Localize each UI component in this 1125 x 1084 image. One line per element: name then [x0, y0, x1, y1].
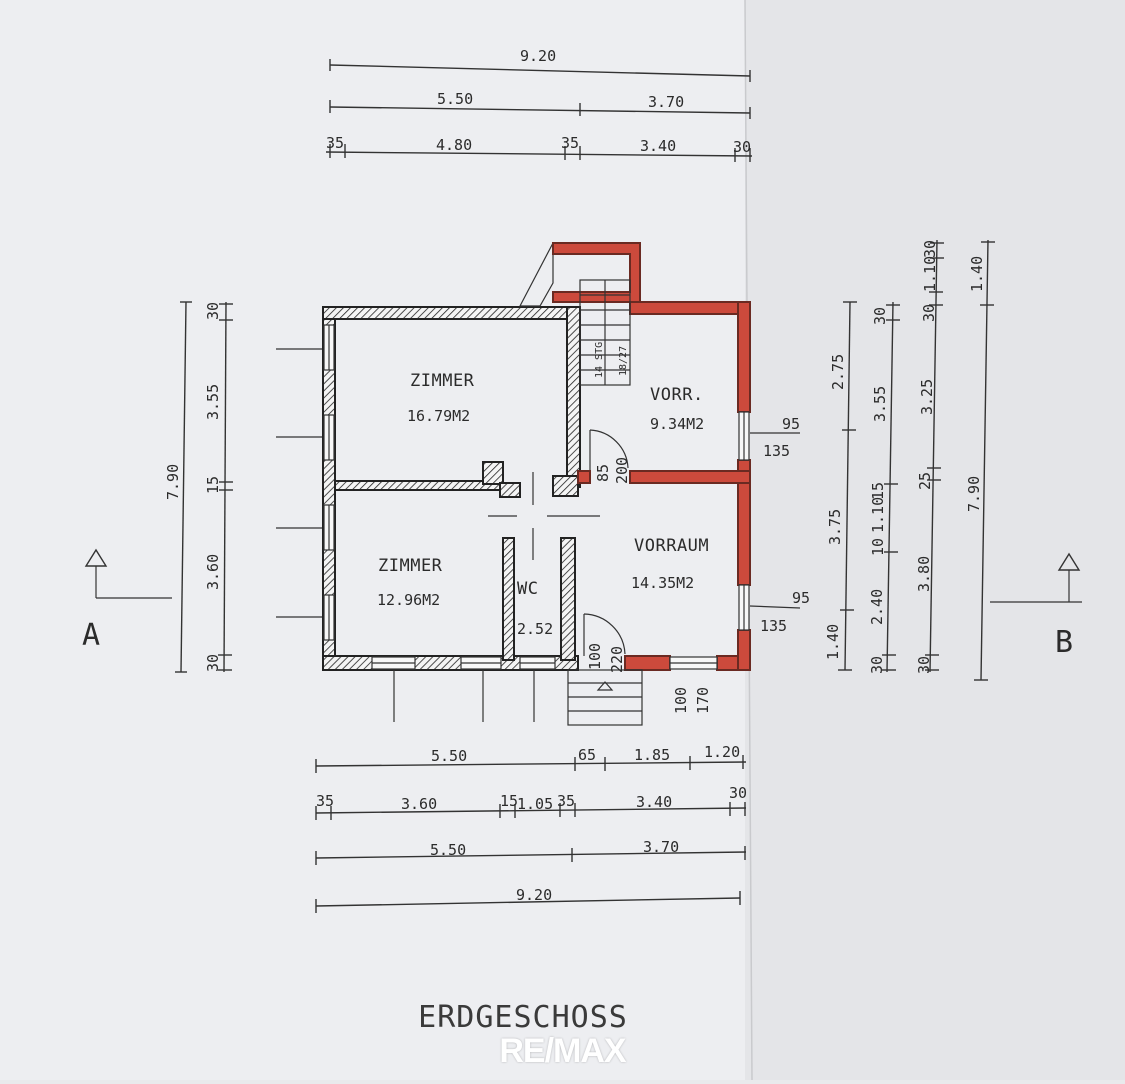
dim-bot2-f: 3.40: [636, 793, 672, 811]
section-label-a: A: [82, 618, 100, 653]
brand-logo: RE/MAX: [499, 1032, 626, 1070]
dim-bot1-d: 1.20: [704, 743, 740, 761]
dim-left-i2: 3.55: [204, 384, 222, 420]
dim-right-c5: 25: [916, 472, 934, 490]
dim-top-d3: 35: [561, 134, 579, 152]
dim-top-d5: 30: [733, 138, 751, 156]
stair-note-a: 14 STG: [594, 342, 605, 378]
dim-left-i1: 30: [204, 302, 222, 320]
room-5-name: WC: [517, 579, 538, 599]
left-dimensions: 7.90 30 3.55 15 3.60 30: [164, 301, 330, 673]
dim-bot1-c: 1.85: [634, 746, 670, 764]
dim-top-mid-2: 3.70: [648, 93, 684, 111]
dim-bot2-d: 1.05: [517, 795, 553, 813]
dim-bot2-c: 15: [500, 792, 518, 810]
dim-right-t1: 1.40: [968, 256, 986, 292]
dim-left-i4: 3.60: [204, 554, 222, 590]
dim-bot2-a: 35: [316, 792, 334, 810]
room-3-name: VORR.: [650, 385, 704, 405]
dim-bot2-b: 3.60: [401, 795, 437, 813]
section-marker-a: A: [82, 548, 172, 653]
section-label-b: B: [1055, 625, 1073, 660]
room-3-area: 9.34M2: [650, 415, 704, 433]
dim-right-b5: 15: [869, 482, 887, 500]
dim-right-c2: 1.10: [921, 256, 939, 292]
dim-bot2-g: 30: [729, 784, 747, 802]
door1-w: 85: [594, 464, 612, 482]
dim-right-c7: 30: [915, 656, 933, 674]
win-right1-w: 95: [782, 415, 800, 433]
door3-w: 100: [672, 687, 690, 714]
dim-right-c4: 3.25: [918, 379, 936, 415]
room-2-name: ZIMMER: [378, 556, 443, 576]
dim-top-d4: 3.40: [640, 137, 676, 155]
door2-w: 100: [586, 643, 604, 670]
dim-right-c1: 30: [921, 240, 939, 258]
dim-top-d2: 4.80: [436, 136, 472, 154]
dim-bot1-a: 5.50: [431, 747, 467, 765]
windows: [323, 324, 750, 722]
bottom-dimensions: 5.50 65 1.85 1.20 35 3.60 15 1.05 35 3.4…: [315, 743, 747, 913]
dim-bot3-b: 3.70: [643, 838, 679, 856]
dim-right-b6: 2.40: [868, 589, 886, 625]
dim-right-t2: 7.90: [965, 476, 983, 512]
room-1-name: ZIMMER: [410, 371, 475, 391]
room-4-name: VORRAUM: [634, 536, 709, 556]
win-right1-h: 135: [763, 442, 790, 460]
floor-title: ERDGESCHOSS: [418, 1000, 628, 1035]
dim-left-i5: 30: [204, 654, 222, 672]
doors: 85 200 100 220 100 170: [488, 429, 712, 714]
room-2-area: 12.96M2: [377, 591, 440, 609]
dim-left-outer: 7.90: [164, 464, 182, 500]
section-marker-b: B: [990, 552, 1082, 660]
staircase: 14 STG 18/27: [567, 279, 643, 726]
door3-h: 170: [694, 687, 712, 714]
dim-right-b4: 1.10: [869, 497, 887, 533]
dim-right-a1: 2.75: [829, 354, 847, 390]
dim-bot2-e: 35: [557, 792, 575, 810]
dim-bot1-b: 65: [578, 746, 596, 764]
dim-right-a3: 1.40: [824, 624, 842, 660]
room-labels: ZIMMER 16.79M2 ZIMMER 12.96M2 VORR. 9.34…: [377, 371, 709, 638]
dim-right-b2: 3.55: [871, 386, 889, 422]
door1-h: 200: [613, 457, 631, 484]
win-right2-h: 135: [760, 617, 787, 635]
dim-right-c6: 3.80: [915, 556, 933, 592]
dim-top-total: 9.20: [520, 47, 556, 65]
dim-bot3-a: 5.50: [430, 841, 466, 859]
dim-right-b7: 30: [868, 656, 886, 674]
dim-right-b3: 10: [869, 538, 887, 556]
stair-note-b: 18/27: [618, 346, 629, 376]
win-right2-w: 95: [792, 589, 810, 607]
room-4-area: 14.35M2: [631, 574, 694, 592]
room-1-area: 16.79M2: [407, 407, 470, 425]
top-dimensions: 9.20 5.50 3.70 35 4.80 35 3.40 30: [325, 47, 753, 162]
door2-h: 220: [608, 646, 626, 673]
dim-top-mid-1: 5.50: [437, 90, 473, 108]
dim-right-c3: 30: [920, 304, 938, 322]
dim-left-i3: 15: [204, 476, 222, 494]
paper-right: [745, 0, 1125, 1080]
dim-right-a2: 3.75: [826, 509, 844, 545]
dim-top-d1: 35: [326, 134, 344, 152]
right-dimensions: 2.75 3.75 1.40 30 3.55 10 1.10 15 2.40 3…: [749, 240, 995, 681]
dim-bot-total: 9.20: [516, 886, 552, 904]
dim-right-b1: 30: [871, 307, 889, 325]
room-5-area: 2.52: [517, 620, 553, 638]
